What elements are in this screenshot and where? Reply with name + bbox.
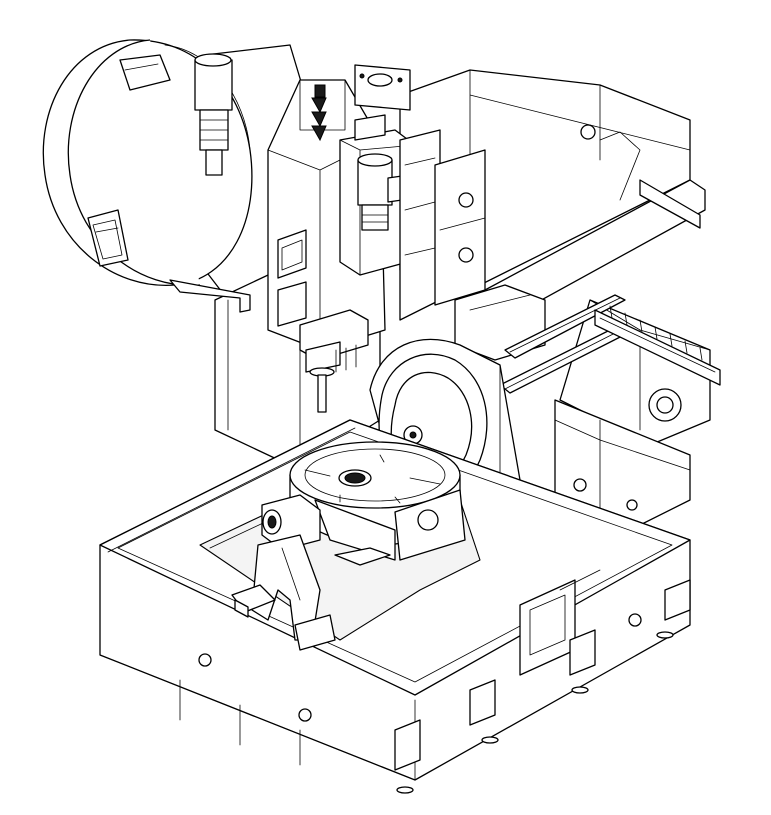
atc-motor xyxy=(195,54,232,175)
base-trim xyxy=(108,428,600,590)
rotary-table xyxy=(290,442,465,565)
linear-guideways xyxy=(500,180,720,393)
z-axis-motor xyxy=(340,115,415,275)
trunnion-support xyxy=(232,495,335,650)
tool-magazine xyxy=(43,40,252,312)
